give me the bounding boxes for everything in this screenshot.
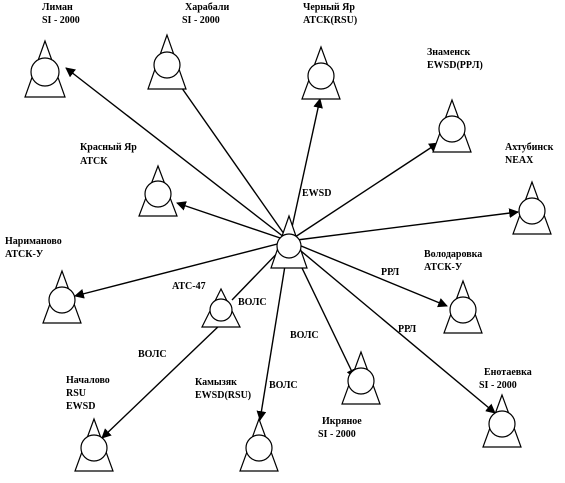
link-label-hub-kamyzyak: ВОЛС (269, 380, 298, 391)
node-nachalovo (74, 417, 114, 472)
node-label-nachalovo-name: Началово (66, 375, 110, 386)
node-znamensk (432, 98, 472, 153)
node-label-ikryanoe-name: Икряное (322, 416, 362, 427)
link-hub-enotaevka (288, 240, 496, 414)
node-label-cherny-yar-type: АТСК(RSU) (303, 15, 357, 26)
node-ats47 (201, 287, 241, 328)
node-label-ahtubinsk-type: NEAX (505, 155, 534, 166)
node-hub (270, 214, 308, 269)
link-label-ats47-nachalovo: ВОЛС (138, 349, 167, 360)
node-label-liman-name: Лиман (42, 2, 73, 13)
node-label-ahtubinsk-name: Ахтубинск (505, 142, 554, 153)
node-label-ikryanoe-type: SI - 2000 (318, 429, 356, 440)
link-hub-volodarovka (288, 240, 448, 308)
link-label-hub-ats47: ВОЛС (238, 297, 267, 308)
node-kamyzyak (239, 417, 279, 472)
node-narimanovo (42, 269, 82, 324)
link-hub-harabali (171, 73, 290, 242)
node-labels-layer: EWSD Лиман SI - 2000 Харабали SI - 2000 … (5, 2, 554, 440)
node-label-kamyzyak-name: Камызяк (195, 377, 237, 388)
link-label-hub-enotaevka: РРЛ (398, 324, 417, 335)
link-label-hub-volodarovka: РРЛ (381, 267, 400, 278)
node-label-harabali-type: SI - 2000 (182, 15, 220, 26)
hub-label: EWSD (302, 188, 331, 199)
node-volodarovka (443, 279, 483, 334)
node-enotaevka (482, 393, 522, 448)
node-label-nachalovo-type2: EWSD (66, 401, 95, 412)
link-hub-krasny-yar (176, 201, 290, 242)
node-label-enotaevka-type: SI - 2000 (479, 380, 517, 391)
node-label-znamensk-name: Знаменск (427, 47, 470, 58)
node-ikryanoe (341, 350, 381, 405)
link-hub-liman (65, 67, 290, 242)
node-label-znamensk-type: EWSD(PPЛ) (427, 60, 483, 71)
node-cherny-yar (301, 45, 341, 100)
node-harabali (147, 33, 187, 90)
link-hub-kamyzyak (256, 240, 290, 421)
node-label-nachalovo-type1: RSU (66, 388, 86, 399)
node-ahtubinsk (512, 180, 552, 235)
node-label-volodarovka-name: Володаровка (424, 249, 482, 260)
link-label-hub-ikryanoe: ВОЛС (290, 330, 319, 341)
node-label-krasny-yar-name: Красный Яр (80, 142, 137, 153)
link-labels-layer: РРЛ ВОЛС ВОЛС ВОЛС ВОЛС РРЛ (138, 267, 417, 391)
node-label-harabali-name: Харабали (185, 2, 229, 13)
node-label-narimanovo-name: Нариманово (5, 236, 62, 247)
node-label-cherny-yar-name: Черный Яр (303, 2, 355, 13)
node-label-narimanovo-type: АТСК-У (5, 249, 44, 260)
node-label-liman-type: SI - 2000 (42, 15, 80, 26)
node-label-krasny-yar-type: АТСК (80, 156, 108, 167)
node-krasny-yar (138, 164, 178, 217)
link-ats47-nachalovo (101, 322, 223, 439)
link-hub-znamensk (288, 142, 439, 242)
link-hub-ahtubinsk (288, 208, 519, 242)
node-label-volodarovka-type: АТСК-У (424, 262, 463, 273)
node-label-ats47-name: АТС-47 (172, 281, 206, 292)
node-label-enotaevka-name: Енотаевка (484, 367, 532, 378)
link-hub-cherny-yar (288, 98, 323, 242)
nodes-layer (24, 33, 552, 472)
link-hub-narimanovo (74, 240, 290, 299)
node-liman (24, 39, 66, 98)
node-label-kamyzyak-type: EWSD(RSU) (195, 390, 251, 401)
